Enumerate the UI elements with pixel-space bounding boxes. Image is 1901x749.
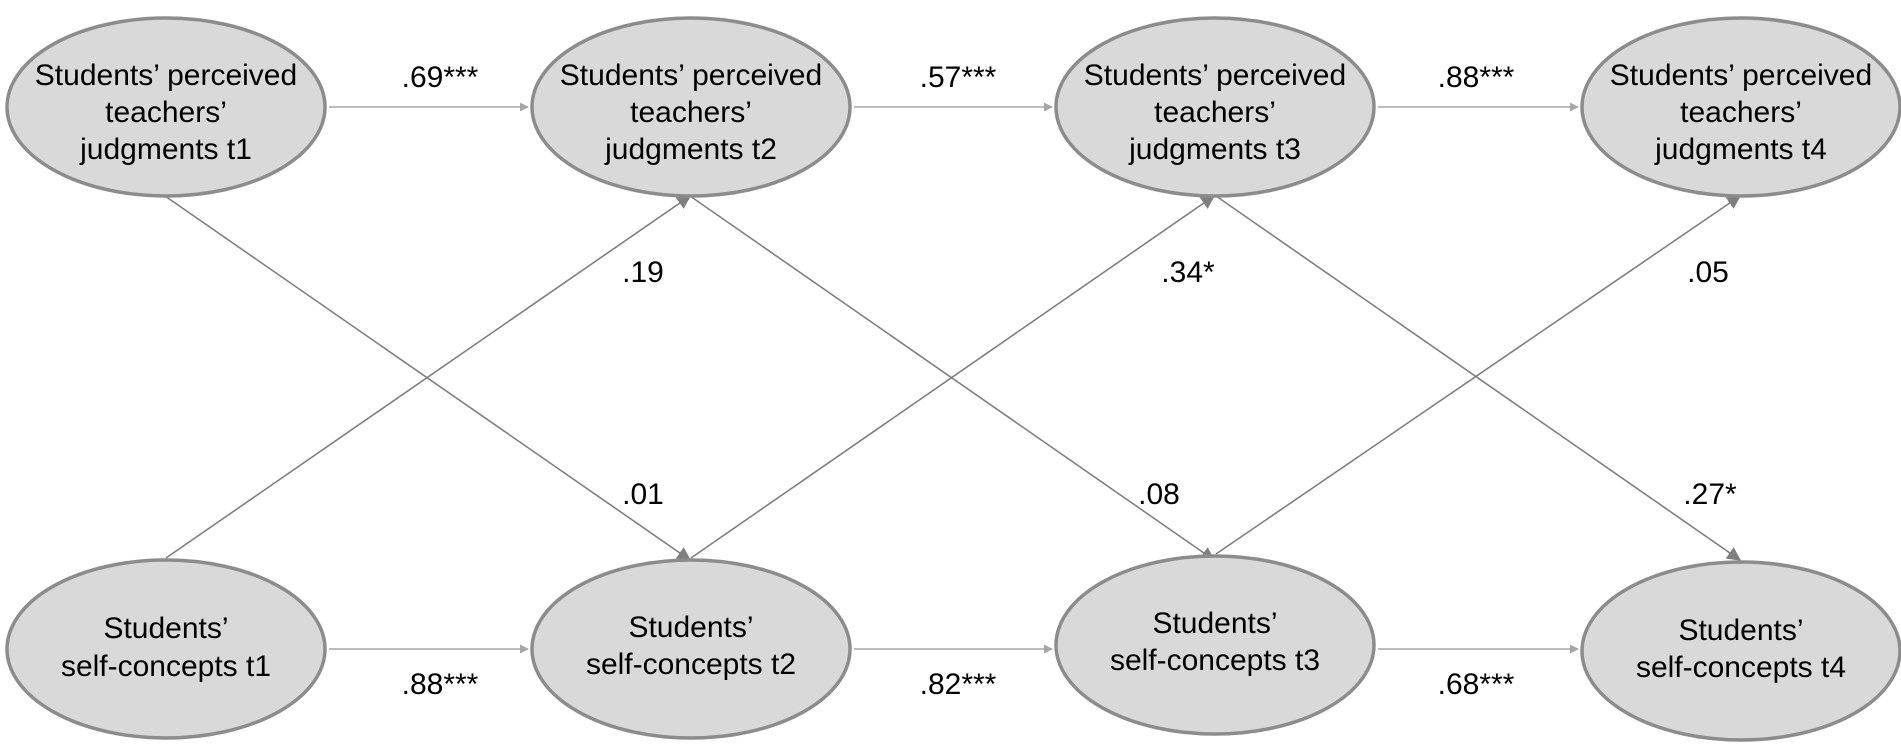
coef-j1-s2: .01 [622, 478, 664, 511]
node-judgments-t1: Students’ perceived teachers’ judgments … [5, 16, 327, 198]
node-label-line: Students’ [628, 611, 753, 644]
path-arrow-s2-j3 [690, 195, 1216, 559]
path-arrow-s1-j2 [165, 195, 692, 559]
node-judgments-t4: Students’ perceived teachers’ judgments … [1580, 16, 1901, 198]
node-self-concepts-t4: Students’ self-concepts t4 [1580, 560, 1901, 742]
coef-s3-j4: .05 [1687, 256, 1729, 289]
node-self-concepts-t3: Students’ self-concepts t3 [1054, 554, 1376, 736]
node-label-line: teachers’ [1154, 96, 1276, 129]
coef-s2-j3: .34* [1161, 256, 1215, 289]
node-label-line: judgments t1 [79, 133, 252, 166]
node-self-concepts-t1: Students’ self-concepts t1 [5, 558, 327, 740]
coef-j1-j2: .69*** [402, 61, 479, 94]
node-label-line: Students’ [1678, 614, 1803, 647]
node-label-line: Students’ perceived [1610, 59, 1872, 92]
coef-j3-s4: .27* [1683, 478, 1737, 511]
node-label-line: self-concepts t2 [586, 648, 796, 681]
node-label-line: Students’ perceived [560, 59, 822, 92]
node-label-line: self-concepts t4 [1636, 651, 1846, 684]
coef-s1-j2: .19 [622, 256, 664, 289]
path-arrow-j2-s3 [689, 195, 1216, 561]
coef-s2-s3: .82*** [920, 668, 997, 701]
node-label-line: judgments t2 [604, 133, 777, 166]
node-label-line: self-concepts t1 [61, 650, 271, 683]
path-arrow-j1-s2 [164, 195, 692, 561]
path-arrow-j3-s4 [1215, 195, 1742, 561]
node-label-line: Students’ [1152, 607, 1277, 640]
node-label-line: teachers’ [105, 96, 227, 129]
node-label-line: Students’ perceived [35, 59, 297, 92]
coef-s3-s4: .68*** [1438, 668, 1515, 701]
node-label-line: Students’ [103, 612, 228, 645]
node-label-line: judgments t4 [1654, 133, 1827, 166]
node-label-line: teachers’ [1680, 96, 1802, 129]
node-judgments-t3: Students’ perceived teachers’ judgments … [1054, 16, 1376, 198]
node-label-line: self-concepts t3 [1110, 644, 1320, 677]
node-self-concepts-t2: Students’ self-concepts t2 [530, 558, 852, 740]
path-arrow-s3-j4 [1215, 195, 1742, 555]
node-label-line: teachers’ [630, 96, 752, 129]
coef-j2-s3: .08 [1138, 478, 1180, 511]
coef-j2-j3: .57*** [920, 61, 997, 94]
node-label-line: Students’ perceived [1084, 59, 1346, 92]
coef-s1-s2: .88*** [402, 668, 479, 701]
node-label-line: judgments t3 [1128, 133, 1301, 166]
coef-j3-j4: .88*** [1438, 61, 1515, 94]
node-judgments-t2: Students’ perceived teachers’ judgments … [530, 16, 852, 198]
